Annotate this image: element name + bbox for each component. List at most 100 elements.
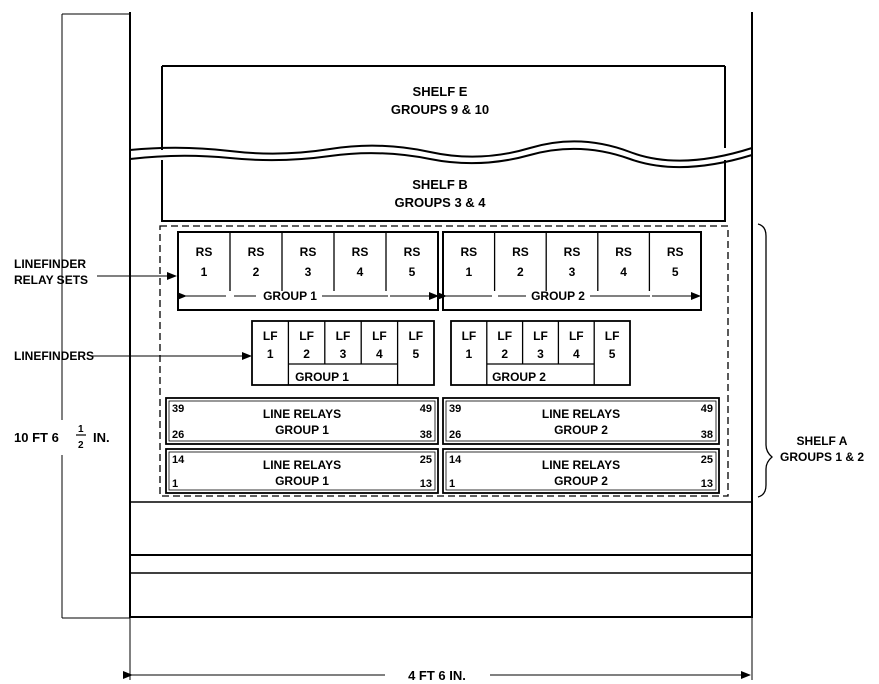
line-relays-top-left-number: 39 (449, 403, 461, 415)
line-relays-inner-border (445, 400, 717, 442)
line-relays-title: LINE RELAYS (542, 458, 620, 472)
line-relays-group: GROUP 1 (275, 474, 329, 488)
linefinder-number: 4 (376, 347, 383, 361)
line-relays-inner-border (168, 400, 436, 442)
linefinder-number: 5 (609, 347, 616, 361)
linefinder-number: 2 (501, 347, 508, 361)
height-dimension (61, 13, 130, 619)
linefinders-label: LINEFINDERS (14, 349, 94, 363)
relay-set-name: RS (564, 245, 581, 259)
line-relays-title: LINE RELAYS (263, 458, 341, 472)
linefinder-number: 3 (537, 347, 544, 361)
relay-set-number: 4 (620, 265, 627, 279)
linefinders-group1-label: GROUP 1 (295, 370, 349, 384)
relay-sets-group2-box (442, 231, 702, 311)
linefinder-relay-sets-label-2: RELAY SETS (14, 273, 88, 287)
linefinder-number: 1 (267, 347, 274, 361)
height-fraction-denominator: 2 (78, 440, 84, 451)
linefinder-name: LF (299, 329, 314, 343)
linefinder-name: LF (533, 329, 548, 343)
line-relays-title: LINE RELAYS (542, 407, 620, 421)
relay-sets-row: RS 1 RS 2 RS 3 RS 4 RS 5 RS 1 RS 2 RS 3 RS 4 RS 5 (177, 231, 702, 311)
line-relays-inner-border (445, 451, 717, 491)
line-relays-top-right-number: 25 (701, 454, 713, 466)
linefinder-number: 5 (412, 347, 419, 361)
linefinder-name: LF (569, 329, 584, 343)
relay-sets-group1-box (177, 231, 439, 311)
relay-set-name: RS (460, 245, 477, 259)
relay-set-number: 4 (357, 265, 364, 279)
line-relays-bottom-right-number: 38 (701, 429, 713, 441)
relay-set-name: RS (512, 245, 529, 259)
relay-set-number: 2 (253, 265, 260, 279)
shelf-a-outline (159, 225, 729, 497)
relay-set-number: 3 (569, 265, 576, 279)
line-relays-bottom-right-number: 13 (701, 478, 713, 490)
line-relays-top-left-number: 14 (172, 454, 185, 466)
relay-set-name: RS (300, 245, 317, 259)
linefinder-number: 1 (466, 347, 473, 361)
height-fraction-numerator: 1 (78, 424, 84, 435)
relay-set-name: RS (196, 245, 213, 259)
relay-set-number: 3 (305, 265, 312, 279)
line-relays-bottom-left-number: 1 (172, 478, 178, 490)
shelf-b (161, 160, 726, 222)
line-relays-bottom-left-number: 1 (449, 478, 455, 490)
frame-outline (129, 12, 753, 618)
shelf-e (129, 65, 753, 169)
line-relays-bottom-right-number: 13 (420, 478, 432, 490)
line-relays-lower-group1-box (165, 448, 439, 494)
shelf-a-groups: GROUPS 1 & 2 (780, 450, 864, 464)
relay-set-number: 5 (409, 265, 416, 279)
relay-set-name: RS (404, 245, 421, 259)
linefinder-name: LF (497, 329, 512, 343)
relay-set-name: RS (615, 245, 632, 259)
line-relays-bottom-left-number: 26 (449, 429, 461, 441)
line-relays-upper-group2-box (442, 397, 720, 445)
relay-set-name: RS (667, 245, 684, 259)
linefinder-number: 4 (573, 347, 580, 361)
shelf-b-title: SHELF B (412, 177, 468, 192)
linefinder-name: LF (263, 329, 278, 343)
relay-set-number: 1 (201, 265, 208, 279)
relay-set-number: 2 (517, 265, 524, 279)
line-relays-bottom-right-number: 38 (420, 429, 432, 441)
shelf-a-brace (757, 223, 774, 498)
shelf-b-groups: GROUPS 3 & 4 (394, 195, 486, 210)
line-relays-inner-border (168, 451, 436, 491)
relay-set-name: RS (352, 245, 369, 259)
linefinders-group2-box (450, 320, 631, 386)
shelf-e-groups: GROUPS 9 & 10 (391, 102, 489, 117)
width-dimension (123, 618, 753, 680)
line-relays-title: LINE RELAYS (263, 407, 341, 421)
line-relays-top-right-number: 49 (420, 403, 432, 415)
linefinder-relay-sets-label-1: LINEFINDER (14, 257, 86, 271)
shelf-e-title: SHELF E (413, 84, 468, 99)
line-relays-top-left-number: 14 (449, 454, 462, 466)
height-label: 10 FT 6 (14, 430, 59, 445)
linefinder-name: LF (462, 329, 477, 343)
relay-sets-group1-label: GROUP 1 (263, 289, 317, 303)
line-relays-lower-group2-box (442, 448, 720, 494)
line-relays-group: GROUP 2 (554, 474, 608, 488)
relay-sets-group2-label: GROUP 2 (531, 289, 585, 303)
line-relays-upper-group1-box (165, 397, 439, 445)
linefinder-number: 3 (340, 347, 347, 361)
relay-set-number: 1 (465, 265, 472, 279)
linefinders-group1-box (251, 320, 435, 386)
linefinder-name: LF (605, 329, 620, 343)
width-label: 4 FT 6 IN. (408, 668, 466, 683)
relay-set-name: RS (248, 245, 265, 259)
height-unit: IN. (93, 430, 110, 445)
linefinder-number: 2 (303, 347, 310, 361)
shelf-a-title: SHELF A (797, 434, 848, 448)
relay-set-number: 5 (672, 265, 679, 279)
linefinder-name: LF (336, 329, 351, 343)
line-relays-top-left-number: 39 (172, 403, 184, 415)
line-relays-group: GROUP 2 (554, 423, 608, 437)
line-relays-bottom-left-number: 26 (172, 429, 184, 441)
line-relays-top-right-number: 25 (420, 454, 432, 466)
